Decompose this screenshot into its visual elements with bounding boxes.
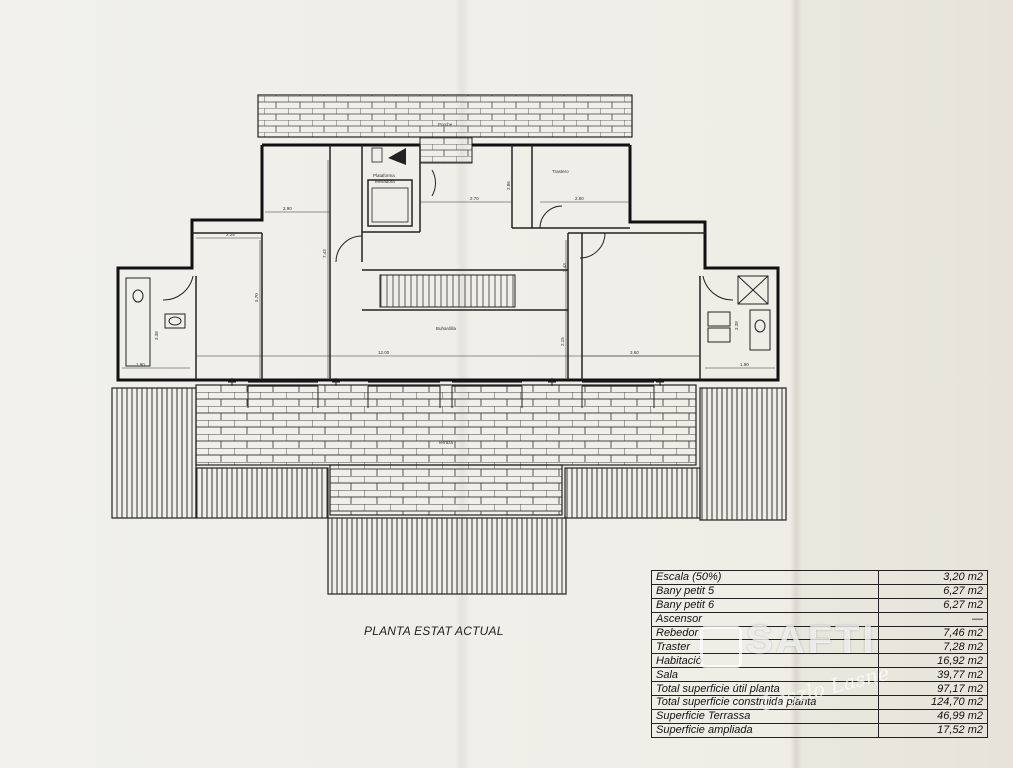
areas-value: 7,28 m2 (878, 639, 988, 655)
areas-value: — (878, 611, 988, 627)
areas-label: Escala (50%) (651, 570, 879, 585)
dim-label: 5.70 (254, 293, 259, 302)
porche-paving (257, 94, 633, 138)
areas-value: 97,17 m2 (878, 681, 988, 697)
bathroom-fixtures (125, 275, 771, 367)
areas-row: Escala (50%)3,20 m2 (651, 570, 988, 585)
dim-label: 2.80 (575, 196, 584, 201)
elevator-platform (367, 179, 413, 227)
interior-walls (192, 145, 705, 380)
dim-label: 2.70 (470, 196, 479, 201)
dim-label: 2.90 (283, 206, 292, 211)
watermark-logo-icon (700, 626, 742, 668)
areas-label: Bany petit 6 (651, 597, 879, 613)
dim-label: 3.38 (734, 321, 739, 330)
areas-value: 6,27 m2 (878, 583, 988, 599)
label-porche: Porche (438, 122, 453, 127)
areas-value: 124,70 m2 (878, 695, 988, 710)
dim-label: 12.00 (378, 350, 390, 355)
deck-right (699, 387, 787, 521)
plan-title: PLANTA ESTAT ACTUAL (364, 624, 504, 638)
areas-value: 39,77 m2 (878, 667, 988, 683)
areas-label: Superficie ampliada (651, 722, 879, 738)
windows (248, 381, 654, 387)
label-plataforma: Plataforma (373, 173, 395, 178)
label-terraza: Terraza (438, 440, 454, 445)
outer-walls (116, 143, 780, 382)
areas-value: 46,99 m2 (878, 708, 988, 724)
door-swings (162, 169, 734, 301)
dim-label: 7.43 (322, 249, 327, 258)
label-trastero: Trastero (552, 169, 569, 174)
dim-label: 2.25 (226, 232, 235, 237)
dim-label: 1.90 (136, 362, 145, 367)
label-elevadora: elevadora (375, 179, 395, 184)
window-tabs (247, 386, 655, 408)
dimension-lines (122, 160, 775, 378)
areas-value: 16,92 m2 (878, 653, 988, 669)
areas-value: 3,20 m2 (878, 570, 988, 585)
areas-value: 6,27 m2 (878, 597, 988, 613)
dim-label: 1.90 (740, 362, 749, 367)
dim-label: 2.43 (562, 263, 567, 272)
areas-value: 17,52 m2 (878, 722, 988, 738)
label-buhardilla: Buhardilla (436, 326, 457, 331)
dim-label: 3.38 (154, 331, 159, 340)
terraza-paving (195, 384, 697, 466)
watermark-brand: SAFTI (746, 618, 877, 662)
dim-label: 2.86 (506, 181, 511, 190)
cross-marks (228, 378, 664, 386)
dim-label: 3.60 (630, 350, 639, 355)
areas-label: Bany petit 5 (651, 583, 879, 599)
staircase (379, 274, 516, 308)
dim-label: 2.15 (560, 337, 565, 346)
deck-bottom (327, 517, 567, 595)
areas-value: 7,46 m2 (878, 625, 988, 641)
deck-left (111, 387, 197, 519)
